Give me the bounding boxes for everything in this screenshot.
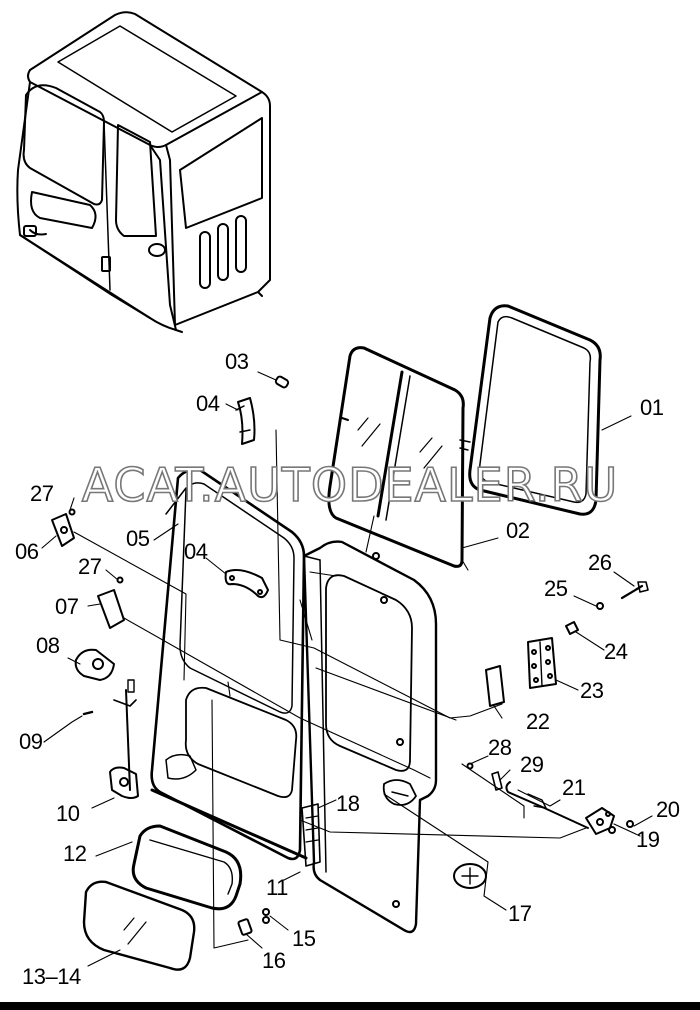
part-18-hinge (301, 803, 321, 867)
part-15-16-fasteners (237, 908, 270, 936)
callout-05: 05 (126, 526, 150, 551)
callout-09: 09 (19, 729, 43, 754)
callout-24: 24 (604, 639, 628, 664)
leader-lines (41, 371, 653, 967)
callout-07: 07 (55, 594, 79, 619)
callout-11: 11 (266, 875, 288, 900)
callout-23: 23 (580, 678, 604, 703)
part-09-screw (82, 710, 94, 716)
callout-08: 08 (36, 633, 60, 658)
callout-13-14: 13–14 (22, 964, 81, 989)
part-01-window-seal (468, 304, 602, 516)
part-25-washer (596, 602, 604, 610)
callout-20: 20 (656, 797, 680, 822)
callout-25: 25 (544, 576, 568, 601)
part-02-upper-glass (327, 346, 471, 568)
callout-21: 21 (562, 775, 586, 800)
callout-04-upper: 04 (196, 391, 220, 416)
callout-26: 26 (588, 550, 612, 575)
callout-29: 29 (520, 752, 544, 777)
callout-12: 12 (63, 841, 87, 866)
cab-overview (16, 11, 271, 333)
part-06-bracket (51, 513, 75, 547)
part-13-14-lower-glass (82, 880, 196, 971)
callout-10: 10 (56, 801, 80, 826)
part-12-lower-seal (131, 824, 243, 911)
part-20-nut (608, 820, 634, 834)
callout-04-lower: 04 (184, 539, 208, 564)
callout-19: 19 (636, 827, 660, 852)
bottom-border (0, 1002, 700, 1010)
callout-27-lower: 27 (78, 554, 102, 579)
callout-22: 22 (526, 709, 550, 734)
callout-15: 15 (292, 926, 316, 951)
cab-side-panel (302, 540, 438, 934)
part-24-washer (565, 621, 579, 635)
part-28-29-pins (466, 762, 503, 791)
part-10-lock-rod (109, 679, 139, 799)
callout-03: 03 (225, 349, 249, 374)
callout-01: 01 (640, 395, 664, 420)
part-19-striker (585, 807, 615, 835)
part-03-pin (274, 375, 290, 389)
part-26-bolt (620, 581, 649, 600)
part-23-hinge-plate (527, 637, 557, 689)
part-11-strip (150, 788, 308, 860)
callout-28: 28 (488, 735, 512, 760)
part-08-latch-bracket (74, 648, 115, 681)
callout-02: 02 (506, 518, 530, 543)
part-22-block (485, 665, 505, 707)
callout-18: 18 (336, 791, 360, 816)
callout-06: 06 (15, 539, 39, 564)
callout-16: 16 (262, 948, 286, 973)
callout-17: 17 (508, 901, 532, 926)
part-17-cover (453, 863, 487, 889)
part-04-upper-handle (235, 397, 256, 445)
part-04-inner-handle (224, 569, 269, 599)
callout-27-upper: 27 (30, 481, 54, 506)
part-21-rod (505, 781, 589, 829)
part-07-pad (97, 589, 125, 629)
